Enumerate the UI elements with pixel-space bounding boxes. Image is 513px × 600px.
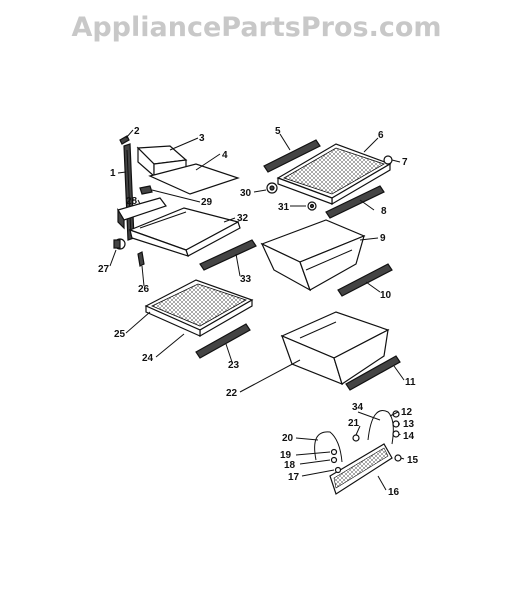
callout-24: 24	[142, 353, 154, 364]
part-trim-strip-8	[325, 185, 385, 219]
callout-1: 1	[110, 168, 116, 179]
callout-3: 3	[199, 133, 205, 144]
part-clip-31	[307, 201, 317, 211]
callout-32: 32	[237, 213, 249, 224]
part-slide-rail-10	[337, 263, 393, 297]
part-trim-strip-5	[263, 139, 321, 173]
callout-21: 21	[348, 418, 360, 429]
callout-14: 14	[403, 431, 415, 442]
callout-27: 27	[98, 264, 110, 275]
callout-26: 26	[138, 284, 150, 295]
callout-6: 6	[378, 130, 384, 141]
callout-2: 2	[134, 126, 140, 137]
callout-18: 18	[284, 460, 296, 471]
part-crisper-drawer-lower	[280, 311, 390, 386]
part-pin-26	[137, 251, 145, 267]
part-crisper-drawer-upper	[260, 219, 366, 292]
part-upright-rail	[123, 143, 135, 241]
part-slide-rail-11	[345, 355, 401, 391]
callout-labels: 1 2 3 4 5 6 7 8 9 10 11 12 13 14 15 16 1…	[98, 126, 419, 498]
part-clip-30	[266, 182, 278, 194]
leader-lines	[109, 129, 405, 491]
callout-15: 15	[407, 455, 419, 466]
callout-17: 17	[288, 472, 300, 483]
callout-12: 12	[401, 407, 413, 418]
callout-8: 8	[381, 206, 387, 217]
part-screw-top	[119, 135, 130, 145]
callout-11: 11	[405, 377, 416, 388]
part-wire-shelf-lower	[144, 279, 254, 338]
part-flat-panel	[148, 163, 240, 195]
part-support-bracket	[117, 197, 167, 230]
callout-13: 13	[403, 419, 415, 430]
callout-10: 10	[380, 290, 392, 301]
part-trim-strip-23	[195, 323, 251, 359]
callout-22: 22	[226, 388, 238, 399]
callout-20: 20	[282, 433, 294, 444]
callout-16: 16	[388, 487, 400, 498]
part-small-fittings	[330, 410, 402, 474]
callout-7: 7	[402, 157, 408, 168]
callout-29: 29	[201, 197, 213, 208]
part-glass-shelf-upper	[128, 207, 241, 257]
callout-33: 33	[240, 274, 252, 285]
callout-31: 31	[278, 202, 290, 213]
callout-25: 25	[114, 329, 126, 340]
part-wire-shelf-upper	[276, 143, 392, 206]
part-drawer-cover-rack	[329, 443, 393, 495]
callout-34: 34	[352, 402, 364, 413]
callout-28: 28	[126, 196, 138, 207]
part-wire-bail-left	[314, 431, 343, 463]
callout-5: 5	[275, 126, 281, 137]
callout-23: 23	[228, 360, 240, 371]
part-hinge-27	[113, 238, 126, 250]
part-trim-strip-33	[199, 239, 257, 271]
callout-9: 9	[380, 233, 386, 244]
part-clip-7	[383, 155, 393, 165]
callout-30: 30	[240, 188, 252, 199]
site-watermark: AppliancePartsPros.com	[71, 12, 442, 43]
part-clip-29	[139, 185, 153, 195]
callout-19: 19	[280, 450, 292, 461]
callout-4: 4	[222, 150, 228, 161]
part-wire-bail-right	[367, 410, 394, 445]
